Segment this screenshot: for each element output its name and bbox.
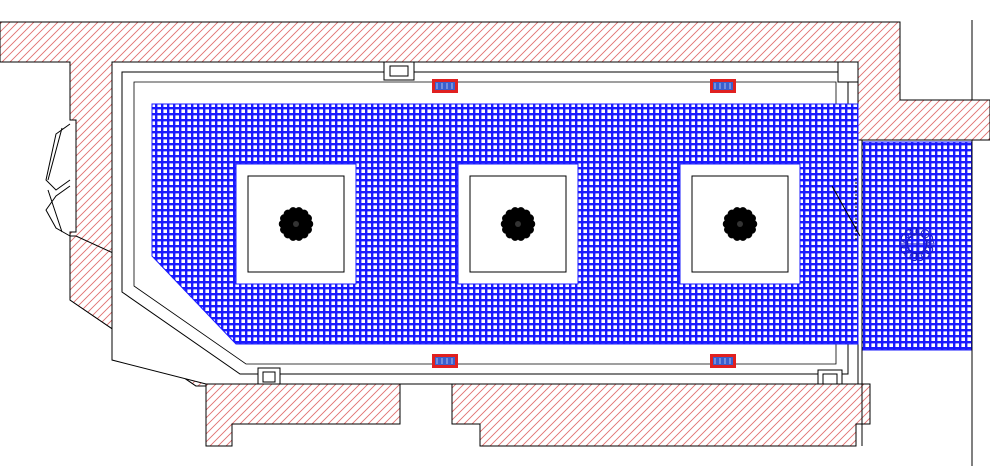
- niche-top-right: [837, 61, 859, 83]
- coffer: [235, 163, 357, 285]
- coffer: [457, 163, 579, 285]
- side-light-fixture: [899, 226, 935, 262]
- light-fixture-icon: [500, 207, 536, 241]
- coffer: [679, 163, 801, 285]
- vent-icon: [432, 79, 458, 93]
- vent-icon: [432, 354, 458, 368]
- vent-icon: [710, 79, 736, 93]
- vents: [432, 79, 736, 368]
- wall-bottom-left: [205, 383, 401, 447]
- wall-bottom-right: [451, 383, 871, 447]
- light-fixture-icon: [278, 207, 314, 241]
- light-fixture-icon: [899, 226, 935, 262]
- wall-niches: [257, 61, 859, 385]
- light-fixture-icon: [722, 207, 758, 241]
- door: [831, 178, 861, 240]
- walls: [0, 21, 990, 447]
- coffers: [235, 163, 801, 285]
- window: [45, 123, 71, 237]
- vent-icon: [710, 354, 736, 368]
